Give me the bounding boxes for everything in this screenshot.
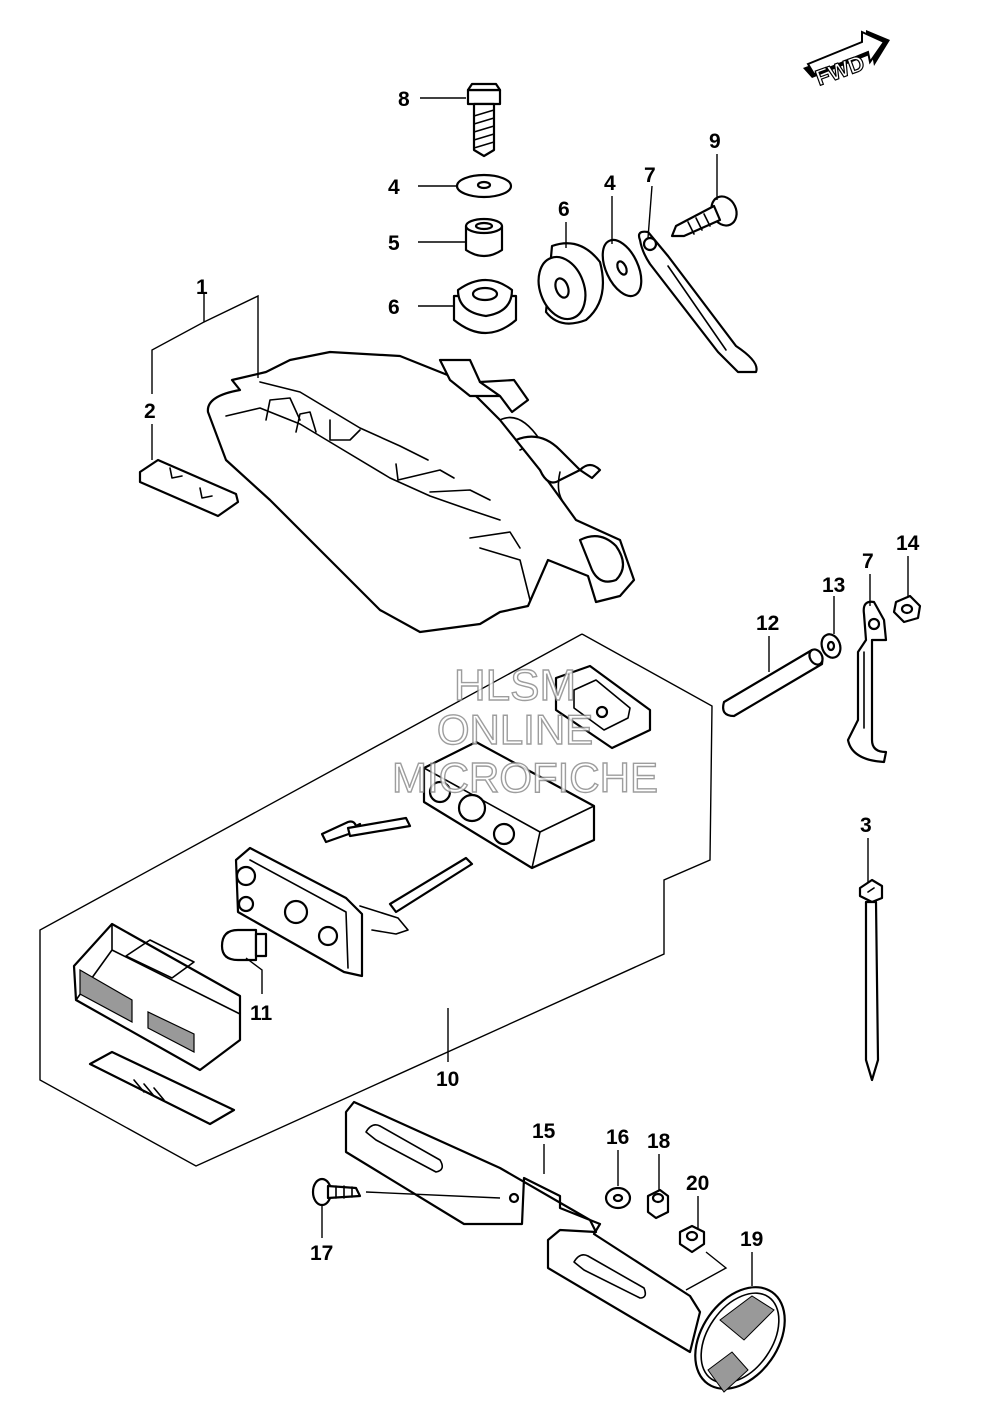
cable-tie-part-3	[858, 878, 884, 1082]
bulb-part-11	[220, 928, 268, 962]
callout-5: 5	[388, 232, 400, 255]
reflector-pattern	[79, 968, 133, 1024]
label-part-2	[138, 458, 240, 518]
callout-7-upper: 7	[644, 164, 656, 187]
callout-4-upper: 4	[388, 176, 400, 199]
leader-lines	[151, 97, 909, 1291]
washer-part-4-upper	[455, 173, 513, 199]
screw-part-17	[311, 1177, 362, 1207]
callout-18: 18	[647, 1130, 671, 1153]
reflector-part-19	[694, 1286, 786, 1393]
callout-14: 14	[896, 532, 920, 555]
washer-part-13	[820, 633, 842, 659]
watermark: HLSM ONLINE MICROFICHE	[391, 660, 658, 801]
callout-9: 9	[709, 130, 721, 153]
fwd-arrow-icon: FWD	[803, 30, 890, 91]
nut-part-20	[678, 1224, 706, 1254]
bracket-part-15	[344, 1100, 702, 1354]
screw-part-9	[670, 195, 738, 238]
callout-13: 13	[822, 574, 845, 597]
watermark-line-2: ONLINE	[437, 706, 593, 753]
watermark-line-3: MICROFICHE	[392, 754, 658, 801]
callout-labels: 8 4 5 6 6 4 7 9 1 2 14 7 13 12 3 11 10 1…	[144, 88, 920, 1265]
callout-8: 8	[398, 88, 410, 111]
bracket-part-7-right	[846, 600, 888, 764]
fwd-label: FWD	[812, 50, 868, 91]
callout-16: 16	[606, 1126, 629, 1149]
callout-6-upper: 6	[388, 296, 400, 319]
callout-4-right: 4	[604, 172, 616, 195]
callout-19: 19	[740, 1228, 763, 1251]
callout-15: 15	[532, 1120, 556, 1143]
callout-2: 2	[144, 400, 156, 423]
callout-10: 10	[436, 1068, 459, 1091]
bracket-part-7-upper	[637, 230, 758, 374]
washer-part-16	[604, 1186, 632, 1210]
collar-part-5	[464, 217, 504, 258]
callout-17: 17	[310, 1242, 333, 1265]
bolt-part-8	[466, 82, 502, 158]
tail-lamp-housing-part-1	[206, 350, 636, 634]
callout-20: 20	[686, 1172, 709, 1195]
grommet-part-6-upper	[452, 278, 518, 334]
grommet-part-6-right	[537, 242, 604, 325]
callout-1: 1	[196, 276, 208, 299]
nut-part-18	[646, 1188, 670, 1220]
washer-part-4-right	[601, 238, 643, 298]
license-lamp-assembly-part-10	[39, 633, 713, 1167]
callout-11: 11	[250, 1002, 273, 1025]
nut-part-14	[892, 594, 922, 624]
callout-6-right: 6	[558, 198, 570, 221]
watermark-line-1: HLSM	[454, 661, 576, 710]
callout-7-right: 7	[862, 550, 874, 573]
callout-12: 12	[756, 612, 779, 635]
pin-part-12	[722, 648, 824, 718]
callout-3: 3	[860, 814, 872, 837]
